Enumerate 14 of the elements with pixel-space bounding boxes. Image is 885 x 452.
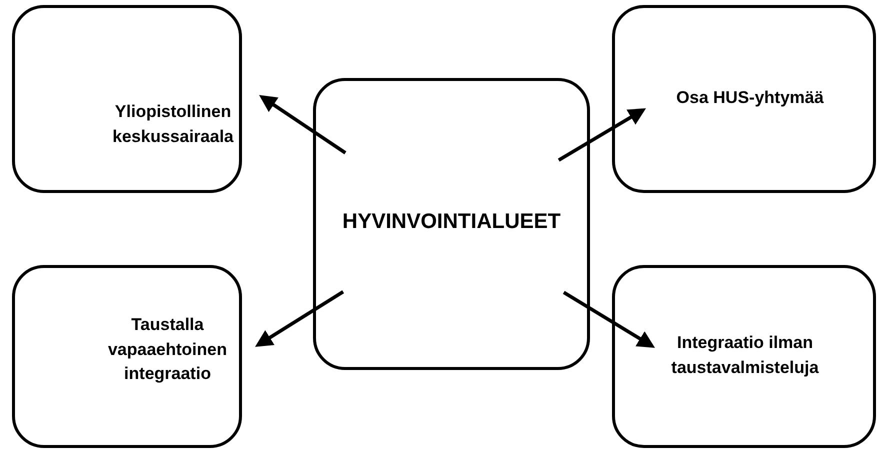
rounded-box — [612, 265, 876, 448]
box-label: Integraatio ilman taustavalmisteluja — [670, 332, 820, 379]
box-label: Taustalla vapaaehtoinen integraatio — [106, 314, 228, 386]
rounded-box — [313, 78, 590, 370]
arrow — [259, 95, 346, 154]
box-label: HYVINVOINTIALUEET — [341, 209, 562, 235]
rounded-box — [12, 5, 242, 193]
box-label: Yliopistollinen keskussairaala — [112, 101, 234, 148]
box-label: Osa HUS-yhtymää — [675, 87, 825, 109]
rounded-box — [612, 5, 876, 193]
rounded-box — [12, 265, 242, 448]
arrow — [255, 290, 344, 347]
arrow — [562, 290, 655, 348]
arrow — [558, 108, 646, 162]
